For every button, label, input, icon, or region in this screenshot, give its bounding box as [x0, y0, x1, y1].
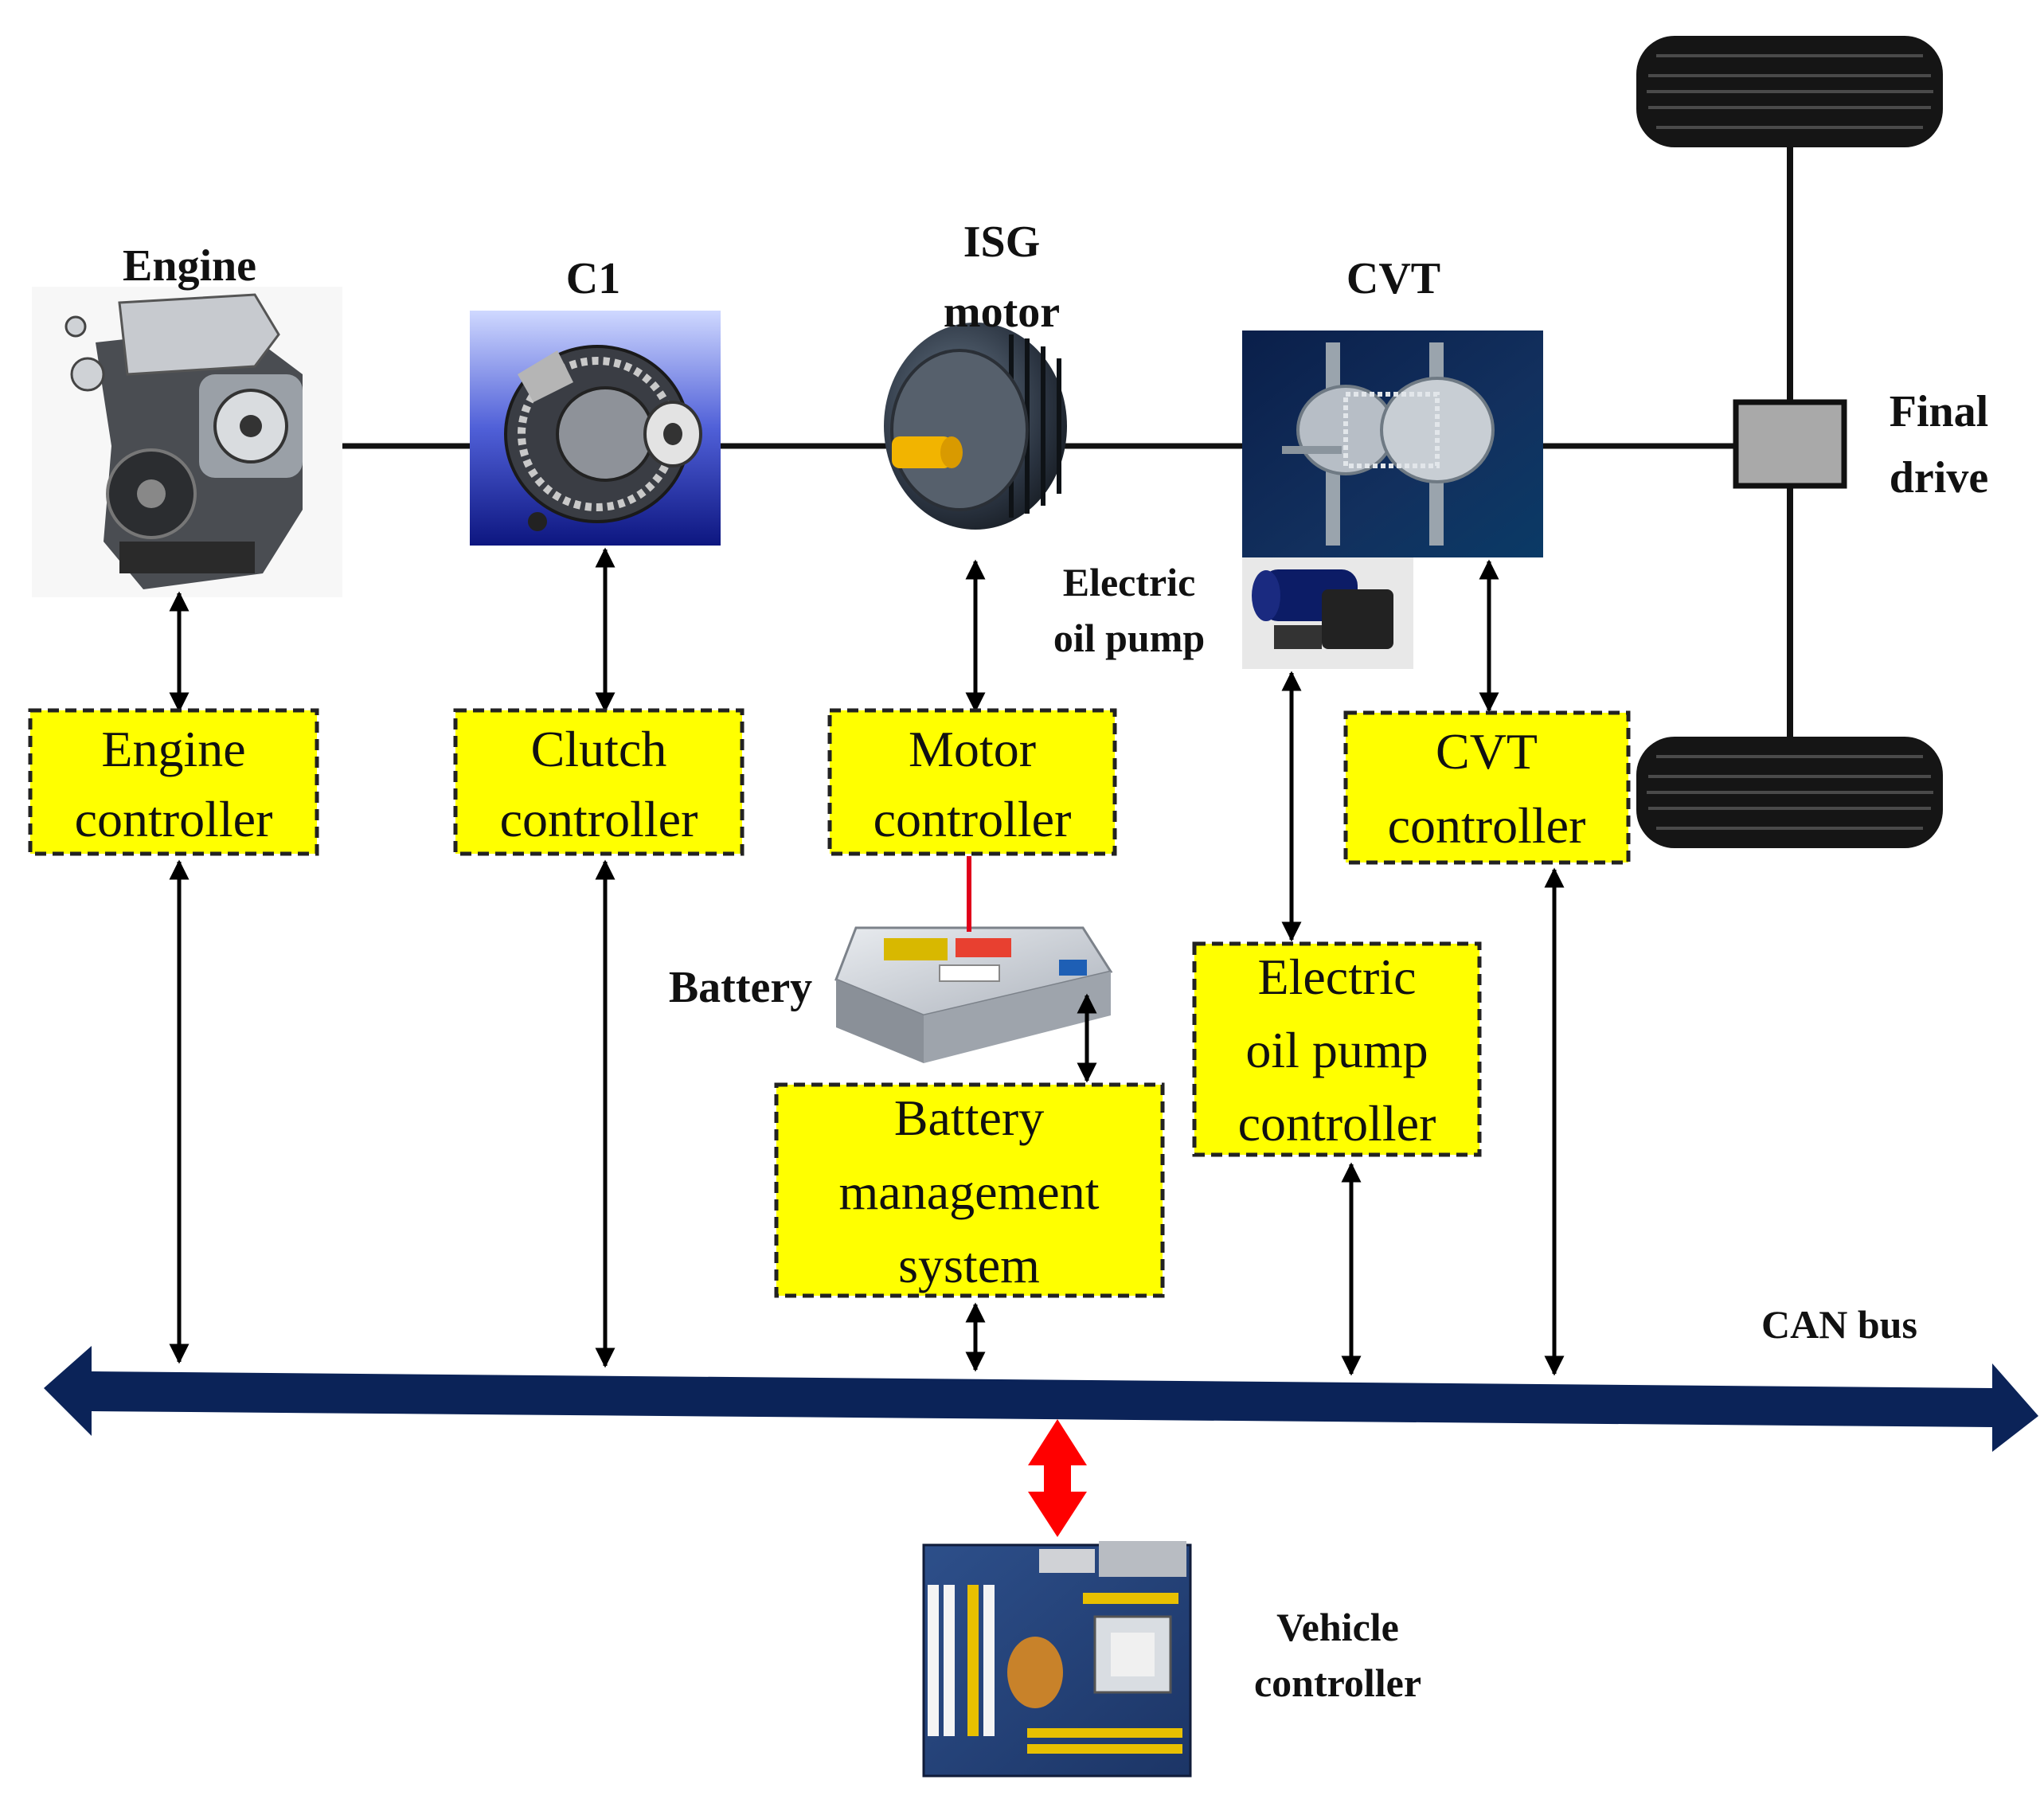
cvt-image [1242, 331, 1543, 557]
motor-controller-label: Motor [909, 721, 1036, 777]
bms-box: Battery management system [774, 1082, 1165, 1298]
isg-motor-label: ISG [963, 217, 1041, 267]
battery-image [834, 926, 1113, 1063]
clutch-label: C1 [566, 254, 620, 303]
oil-pump-label: oil pump [1053, 616, 1205, 660]
oil-pump-controller-label: controller [1238, 1095, 1436, 1152]
cvt-label: CVT [1346, 254, 1440, 303]
clutch-controller-label: controller [500, 791, 698, 847]
bms-label: management [839, 1164, 1100, 1220]
oil-pump-controller-label: Electric [1258, 949, 1417, 1005]
final-drive-box [1733, 399, 1847, 489]
clutch-image [470, 311, 721, 546]
oil-pump-label: Electric [1063, 560, 1196, 604]
isg-motor-image [884, 323, 1067, 530]
vehicle-controller-link-arrow [1028, 1419, 1087, 1537]
motor-controller-box: Motor controller [827, 708, 1117, 856]
engine-image [32, 287, 342, 597]
cvt-controller-label: CVT [1436, 723, 1538, 780]
oil-pump-controller-box: Electric oil pump controller [1192, 941, 1482, 1157]
bms-label: system [898, 1237, 1040, 1293]
wheel-icon [1636, 36, 1943, 147]
final-drive-label: drive [1890, 453, 1988, 503]
battery-label: Battery [669, 963, 812, 1012]
engine-controller-label: controller [75, 791, 273, 847]
clutch-controller-label: Clutch [531, 721, 667, 777]
engine-controller-box: Engine controller [28, 708, 319, 856]
cvt-controller-label: controller [1388, 797, 1586, 854]
isg-motor-label: motor [944, 287, 1060, 337]
can-bus [44, 1346, 2038, 1452]
vehicle-controller-label: controller [1254, 1660, 1421, 1705]
final-drive-label: Final [1890, 387, 1988, 436]
motor-controller-label: controller [873, 791, 1072, 847]
cvt-controller-box: CVT controller [1343, 710, 1631, 865]
engine-label: Engine [123, 241, 256, 291]
bms-label: Battery [894, 1089, 1044, 1146]
can-bus-label: CAN bus [1761, 1302, 1917, 1347]
oil-pump-controller-label: oil pump [1245, 1022, 1428, 1078]
vehicle-controller-image [922, 1541, 1192, 1778]
oil-pump-image [1242, 557, 1413, 669]
clutch-controller-box: Clutch controller [453, 708, 745, 856]
engine-controller-label: Engine [101, 721, 245, 777]
vehicle-controller-label: Vehicle [1276, 1605, 1399, 1649]
wheel-icon [1636, 737, 1943, 848]
